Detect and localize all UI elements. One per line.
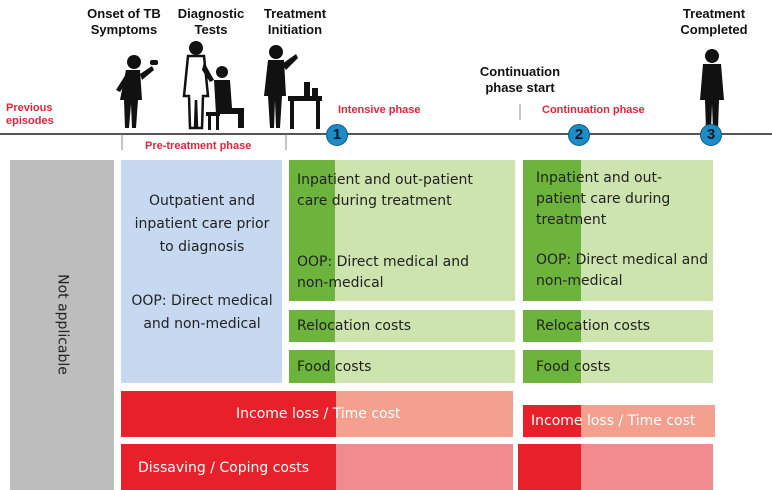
income-loss-left-text: Income loss / Time cost bbox=[236, 406, 401, 422]
healthy-person-icon bbox=[700, 49, 724, 130]
marker-1: 1 bbox=[326, 124, 348, 146]
diagnostic-header: Diagnostic Tests bbox=[177, 6, 245, 37]
treatment-person-icon bbox=[264, 45, 322, 129]
sick-person-icon bbox=[116, 55, 158, 128]
doctor-patient-icon bbox=[182, 41, 244, 130]
intensive-food-text: Food costs bbox=[297, 359, 372, 375]
continuation-phase-label: Continuation phase bbox=[542, 104, 645, 116]
income-loss-left-box bbox=[121, 391, 336, 437]
income-loss-right-box bbox=[523, 405, 581, 437]
not-applicable-column bbox=[10, 160, 114, 490]
previous-episodes-label: Previous episodes bbox=[6, 102, 54, 127]
intensive-care-accent bbox=[289, 160, 335, 301]
dissaving-right-box bbox=[518, 444, 581, 490]
continuation-oop-text: OOP: Direct medical and non-medical bbox=[536, 252, 708, 289]
pre-treatment-oop-text: OOP: Direct medical and non-medical bbox=[131, 293, 273, 332]
not-applicable-label: Not applicable bbox=[54, 274, 71, 375]
continuation-start-header: Continuation phase start bbox=[479, 64, 561, 95]
intensive-oop-text: OOP: Direct medical and non-medical bbox=[297, 254, 469, 291]
income-loss-right-text: Income loss / Time cost bbox=[531, 413, 696, 429]
intensive-phase-label: Intensive phase bbox=[338, 104, 421, 116]
dissaving-left-box bbox=[121, 444, 336, 490]
intensive-care-text: Inpatient and out-patient care during tr… bbox=[297, 172, 473, 209]
continuation-care-text: Inpatient and out-patient care during tr… bbox=[536, 170, 671, 228]
completed-header: Treatment Completed bbox=[680, 6, 748, 37]
onset-header: Onset of TB Symptoms bbox=[87, 6, 161, 37]
pre-treatment-care-text: Outpatient and inpatient care prior to d… bbox=[134, 193, 270, 255]
initiation-header: Treatment Initiation bbox=[263, 6, 327, 37]
timeline-figures bbox=[0, 41, 772, 150]
dissaving-text: Dissaving / Coping costs bbox=[138, 460, 310, 476]
marker-3: 3 bbox=[700, 124, 722, 146]
pre-treatment-phase-label: Pre-treatment phase bbox=[145, 140, 252, 152]
pre-treatment-box bbox=[121, 160, 282, 383]
continuation-relocation-text: Relocation costs bbox=[536, 318, 651, 334]
intensive-relocation-text: Relocation costs bbox=[297, 318, 412, 334]
continuation-food-text: Food costs bbox=[536, 359, 611, 375]
continuation-care-accent bbox=[523, 160, 581, 301]
marker-2: 2 bbox=[568, 124, 590, 146]
